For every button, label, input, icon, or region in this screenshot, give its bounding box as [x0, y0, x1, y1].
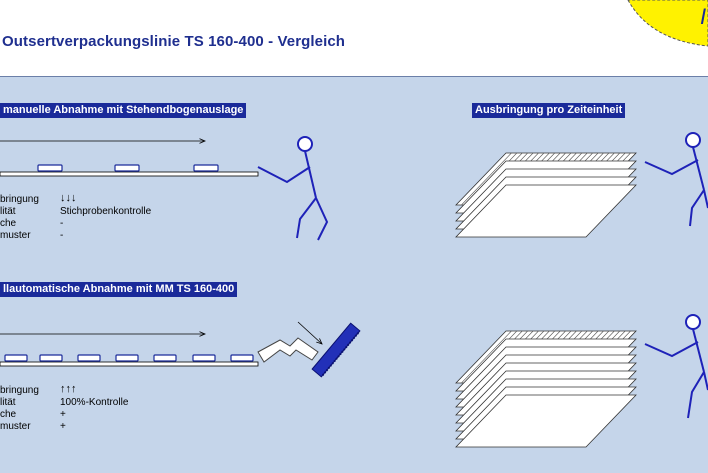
s2-label-0: bringung — [0, 385, 39, 396]
worker-figure-1 — [257, 136, 329, 241]
s2-label-1: lität — [0, 397, 16, 408]
page-title: Outsertverpackungslinie TS 160-400 - Ver… — [2, 33, 346, 50]
s1-label-2: che — [0, 218, 17, 229]
section1-right-heading: Ausbringung pro Zeiteinheit — [472, 103, 626, 118]
s1-label-3: muster — [0, 230, 31, 241]
worker-figure-3 — [644, 314, 708, 419]
section1-heading: manuelle Abnahme mit Stehendbogenauslage — [0, 103, 247, 118]
worker-figure-2 — [644, 132, 708, 227]
s1-value-0: ↓↓↓ — [60, 192, 77, 204]
s2-value-1: 100%-Kontrolle — [60, 397, 129, 408]
s2-label-2: che — [0, 409, 17, 420]
s2-value-2: + — [60, 409, 66, 420]
sheet-stack-large — [455, 330, 637, 448]
s2-value-0: ↑↑↑ — [60, 383, 77, 395]
s1-value-1: Stichprobenkontrolle — [60, 206, 152, 217]
sheet-stack-small — [455, 152, 637, 238]
s2-value-3: + — [60, 421, 66, 432]
s1-label-1: lität — [0, 206, 16, 217]
s1-conveyor — [0, 141, 259, 177]
s1-value-2: - — [60, 218, 64, 229]
badge-text: I — [700, 4, 706, 29]
s2-conveyor — [0, 334, 259, 367]
s1-value-3: - — [60, 230, 64, 241]
section2-heading: llautomatische Abnahme mit MM TS 160-400 — [0, 282, 238, 297]
s1-label-0: bringung — [0, 194, 39, 205]
s2-label-3: muster — [0, 421, 31, 432]
mm-machine — [257, 321, 361, 378]
